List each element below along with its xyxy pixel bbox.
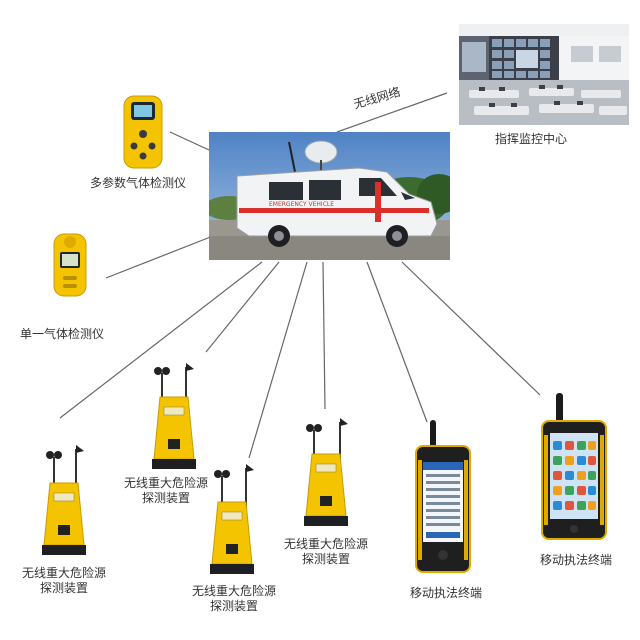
- hazard-detector-1-label: 无线重大危险源 探测装置: [22, 566, 106, 596]
- hazard-detector-2-icon: [150, 361, 198, 473]
- hazard-detector-2-line2: 探测装置: [142, 491, 191, 505]
- link-van-terminal-1: [366, 261, 428, 423]
- link-van-terminal-2: [401, 261, 541, 396]
- link-van-single-gas: [105, 235, 214, 279]
- hazard-detector-4-icon: [302, 416, 350, 532]
- hazard-detector-3-line2: 探测装置: [210, 599, 259, 613]
- hazard-detector-1-icon: [40, 443, 88, 561]
- hazard-detector-4-label: 无线重大危险源 探测装置: [284, 537, 368, 567]
- hazard-detector-3-line1: 无线重大危险源: [192, 584, 277, 598]
- multi-gas-detector-label: 多参数气体检测仪: [90, 176, 187, 190]
- hazard-detector-1-line2: 探测装置: [40, 581, 89, 595]
- single-gas-detector-label: 单一气体检测仪: [20, 327, 105, 341]
- mobile-terminal-1-icon: [414, 420, 472, 574]
- mobile-terminal-2-icon: [540, 393, 608, 541]
- multi-gas-detector-icon: [122, 94, 164, 170]
- mobile-terminal-2-label: 移动执法终端: [540, 553, 613, 567]
- hazard-detector-1-line1: 无线重大危险源: [22, 566, 107, 580]
- hazard-detector-4-line2: 探测装置: [302, 552, 351, 566]
- link-van-multi-gas: [169, 131, 210, 151]
- emergency-van-photo: EMERGENCY VEHICLE: [209, 132, 450, 260]
- hazard-detector-2-label: 无线重大危险源 探测装置: [124, 476, 208, 506]
- single-gas-detector-icon: [52, 232, 88, 298]
- hazard-detector-2-line1: 无线重大危险源: [124, 476, 209, 490]
- command-center-photo: [459, 24, 629, 125]
- mobile-terminal-1-label: 移动执法终端: [410, 586, 483, 600]
- hazard-detector-4-line1: 无线重大危险源: [284, 537, 369, 551]
- link-van-hazard-4: [322, 261, 326, 410]
- command-center-label: 指挥监控中心: [495, 132, 568, 146]
- link-van-hazard-3: [248, 261, 308, 459]
- link-van-hazard-2: [205, 261, 280, 353]
- svg-text:EMERGENCY VEHICLE: EMERGENCY VEHICLE: [269, 201, 334, 208]
- hazard-detector-3-label: 无线重大危险源 探测装置: [192, 584, 276, 614]
- link-van-hazard-1: [59, 261, 263, 419]
- link-van-command-center: [336, 92, 448, 133]
- hazard-detector-3-icon: [208, 462, 256, 580]
